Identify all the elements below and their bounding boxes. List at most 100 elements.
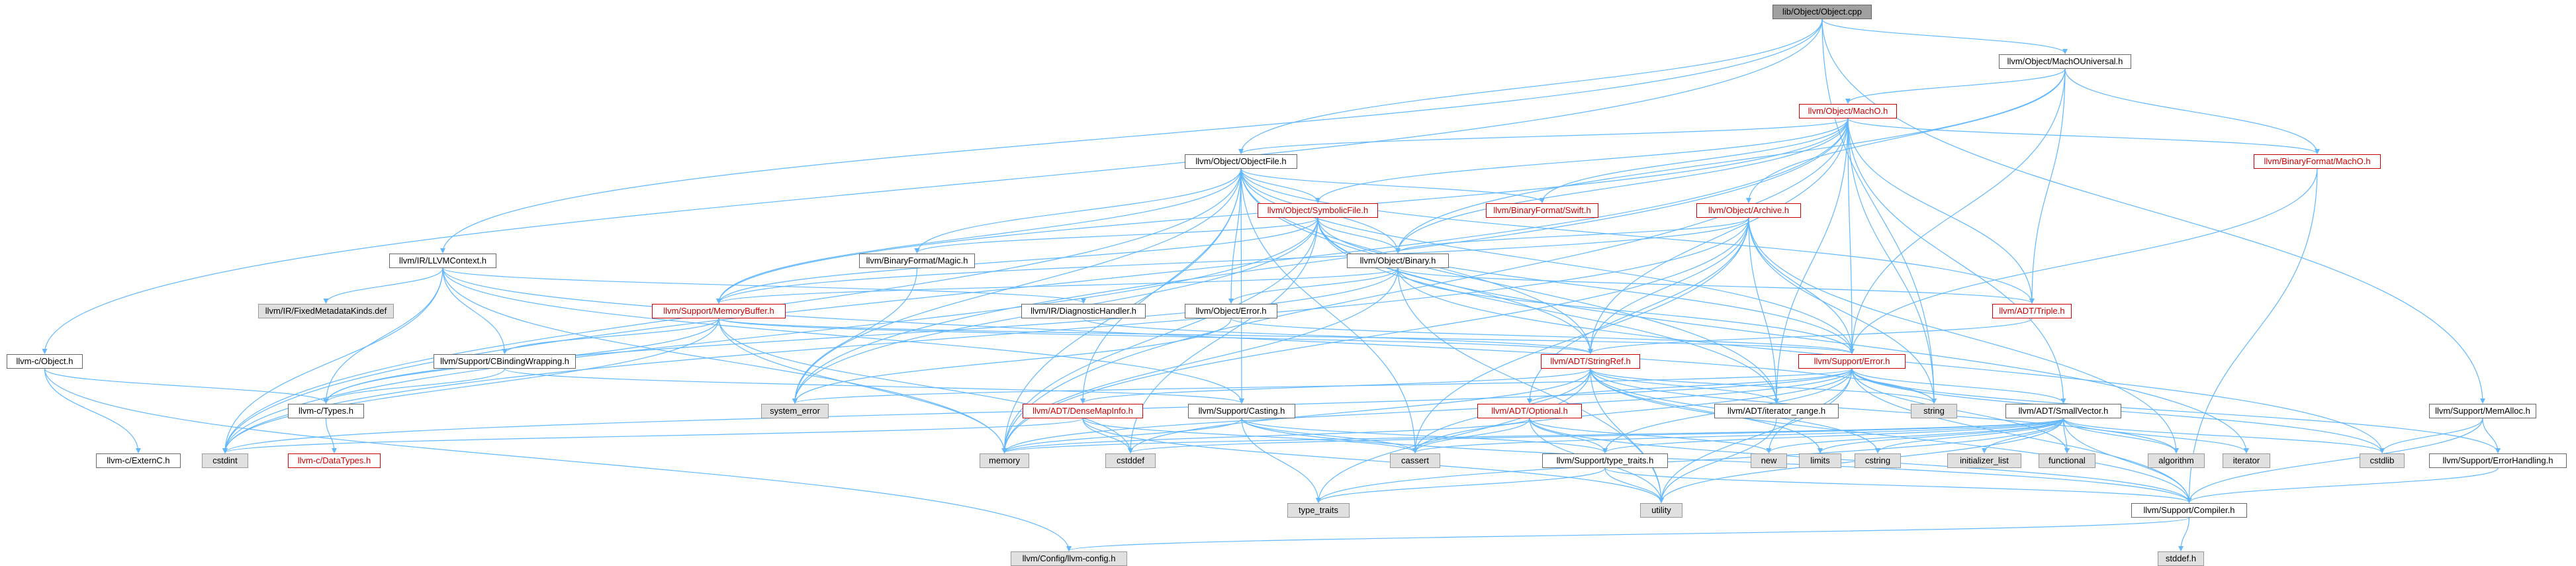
edge-c_object-to-c_externc [44, 368, 141, 453]
node-optional-h[interactable]: llvm/ADT/Optional.h [1477, 404, 1582, 418]
node-cstring: cstring [1855, 453, 1901, 468]
edge-smallvector-to-cstdlib [2062, 418, 2385, 453]
edge-macho-to-cstdint [222, 118, 1849, 453]
edge-type_traits_h-to-compiler [1604, 467, 2192, 503]
edge-archive-to-binary [1395, 217, 1749, 254]
edge-supporterror-to-system_error [792, 368, 1853, 404]
edge-root-to-objectfile [1238, 19, 1823, 154]
node-binaryformat-macho-h[interactable]: llvm/BinaryFormat/MachO.h [2254, 154, 2381, 169]
node-system-error: system_error [761, 404, 829, 418]
node-archive-h[interactable]: llvm/Object/Archive.h [1696, 203, 1801, 218]
edge-machouniversal-to-macho [1845, 68, 2066, 104]
node-llvmcontext-h[interactable]: llvm/IR/LLVMContext.h [389, 254, 496, 268]
edge-memorybuffer-to-cstddef [718, 318, 1133, 453]
edge-macho-to-symbolicfile [1315, 118, 1849, 203]
node-cstdint: cstdint [202, 453, 248, 468]
edge-machouniversal-to-archive [1746, 68, 2066, 203]
node-c-types-h[interactable]: llvm-c/Types.h [288, 404, 364, 418]
edge-llvmcontext-to-cstdint [222, 267, 443, 453]
node-stddef-h: stddef.h [2158, 551, 2204, 566]
node-memalloc-h[interactable]: llvm/Support/MemAlloc.h [2429, 404, 2536, 418]
edge-objectfile-to-memorybuffer [716, 168, 1242, 304]
edge-smallvector-to-cstddef [1128, 418, 2064, 453]
edge-c_object-to-c_types [44, 368, 329, 404]
node-new: new [1751, 453, 1787, 468]
node-stringref-h[interactable]: llvm/ADT/StringRef.h [1541, 354, 1640, 369]
edge-objectfile-to-triple [1240, 168, 2035, 304]
edge-optional-to-cassert [1412, 418, 1530, 453]
edge-supporterror-to-string [1851, 368, 1937, 404]
edge-supporterror-to-smallvector [1851, 368, 2066, 404]
node-c-datatypes-h[interactable]: llvm-c/DataTypes.h [288, 453, 381, 468]
node-string: string [1911, 404, 1957, 418]
edge-densemapinfo-to-cstddef [1082, 418, 1133, 453]
edge-root-to-c_object [42, 19, 1823, 354]
edge-c_object-to-llvm_config [44, 368, 1072, 551]
edge-smallvector-to-new [1766, 418, 2064, 453]
node-symbolicfile-h[interactable]: llvm/Object/SymbolicFile.h [1258, 203, 1378, 218]
node-cbindingwrapping-h[interactable]: llvm/Support/CBindingWrapping.h [434, 354, 576, 369]
edge-objectfile-to-cassert [1240, 168, 1418, 453]
edge-densemapinfo-to-utility [1082, 418, 1664, 503]
node-macho-h[interactable]: llvm/Object/MachO.h [1799, 104, 1897, 118]
edge-macho-to-triple [1847, 118, 2035, 304]
edge-supporterror-to-optional [1527, 368, 1853, 404]
edge-symbolicfile-to-iterator_range [1317, 217, 1779, 404]
edge-smallvector-to-iterator [2062, 418, 2249, 453]
edge-llvmcontext-to-c_types [323, 267, 443, 404]
edge-archive-to-supporterror [1748, 217, 1855, 354]
edge-macho-to-memory [1001, 118, 1849, 453]
edge-smallvector-to-algorithm [2062, 418, 2179, 453]
edge-macho-to-binary [1395, 118, 1849, 254]
edge-llvmcontext-to-string [442, 267, 1937, 404]
edge-llvmcontext-to-cbinding [442, 267, 508, 354]
edge-objectfile-to-system_error [792, 168, 1242, 404]
node-support-error-h[interactable]: llvm/Support/Error.h [1798, 354, 1906, 369]
edge-memalloc-to-compiler [2186, 418, 2483, 503]
edge-c_types-to-c_datatypes [325, 418, 337, 453]
node-diagnostichandler-h[interactable]: llvm/IR/DiagnosticHandler.h [1021, 304, 1146, 318]
node-macho-universal-h[interactable]: llvm/Object/MachOUniversal.h [1999, 54, 2131, 69]
node-support-type-traits-h[interactable]: llvm/Support/type_traits.h [1542, 453, 1668, 468]
edge-binary-to-supporterror [1397, 267, 1855, 354]
edge-archive-to-algorithm [1748, 217, 2179, 453]
edge-objectfile-to-objerror [1228, 168, 1242, 304]
node-smallvector-h[interactable]: llvm/ADT/SmallVector.h [2005, 404, 2121, 418]
edge-errorhandling-to-compiler [2186, 467, 2499, 503]
node-binaryformat-magic-h[interactable]: llvm/BinaryFormat/Magic.h [859, 254, 975, 268]
node-errorhandling-h[interactable]: llvm/Support/ErrorHandling.h [2429, 453, 2567, 468]
edge-binary-to-c_types [323, 267, 1399, 404]
node-object-error-h[interactable]: llvm/Object/Error.h [1185, 304, 1277, 318]
edge-optional-to-type_traits_h [1529, 418, 1608, 453]
node-object-cpp: lib/Object/Object.cpp [1772, 5, 1872, 19]
node-casting-h[interactable]: llvm/Support/Casting.h [1188, 404, 1295, 418]
node-triple-h[interactable]: llvm/ADT/Triple.h [1992, 304, 2072, 318]
node-binaryformat-swift-h[interactable]: llvm/BinaryFormat/Swift.h [1486, 203, 1598, 218]
node-initializer-list: initializer_list [1947, 453, 2021, 468]
edge-archive-to-optional [1527, 217, 1749, 404]
edge-root-to-llvmcontext [440, 19, 1823, 254]
edge-memalloc-to-errorhandling [2482, 418, 2501, 453]
edge-root-to-string [1821, 19, 1937, 404]
edge-macho-to-iterator_range [1774, 118, 1849, 404]
node-binary-h[interactable]: llvm/Object/Binary.h [1347, 254, 1449, 268]
edge-stringref-to-cstddef [1128, 368, 1591, 453]
node-objectfile-h[interactable]: llvm/Object/ObjectFile.h [1185, 154, 1297, 169]
edge-archive-to-stringref [1588, 217, 1749, 354]
node-densemapinfo-h[interactable]: llvm/ADT/DenseMapInfo.h [1023, 404, 1143, 418]
edge-objerror-to-system_error [792, 318, 1232, 404]
node-c-object-h[interactable]: llvm-c/Object.h [7, 354, 83, 369]
node-iterator-range-h[interactable]: llvm/ADT/iterator_range.h [1714, 404, 1839, 418]
node-compiler-h[interactable]: llvm/Support/Compiler.h [2131, 503, 2247, 518]
edge-macho-to-stringref [1588, 118, 1849, 354]
node-fixedmetadatakinds-def: llvm/IR/FixedMetadataKinds.def [258, 304, 394, 318]
edge-casting-to-cassert [1241, 418, 1418, 453]
edge-smallvector-to-compiler [2062, 418, 2192, 503]
edge-supporterror-to-functional [1851, 368, 2070, 453]
node-c-externc-h[interactable]: llvm-c/ExternC.h [96, 453, 181, 468]
node-memorybuffer-h[interactable]: llvm/Support/MemoryBuffer.h [652, 304, 786, 318]
edge-memorybuffer-to-stringref [718, 318, 1593, 354]
edge-symbolicfile-to-binformat_magic [914, 217, 1318, 254]
edge-archive-to-string [1748, 217, 1937, 404]
